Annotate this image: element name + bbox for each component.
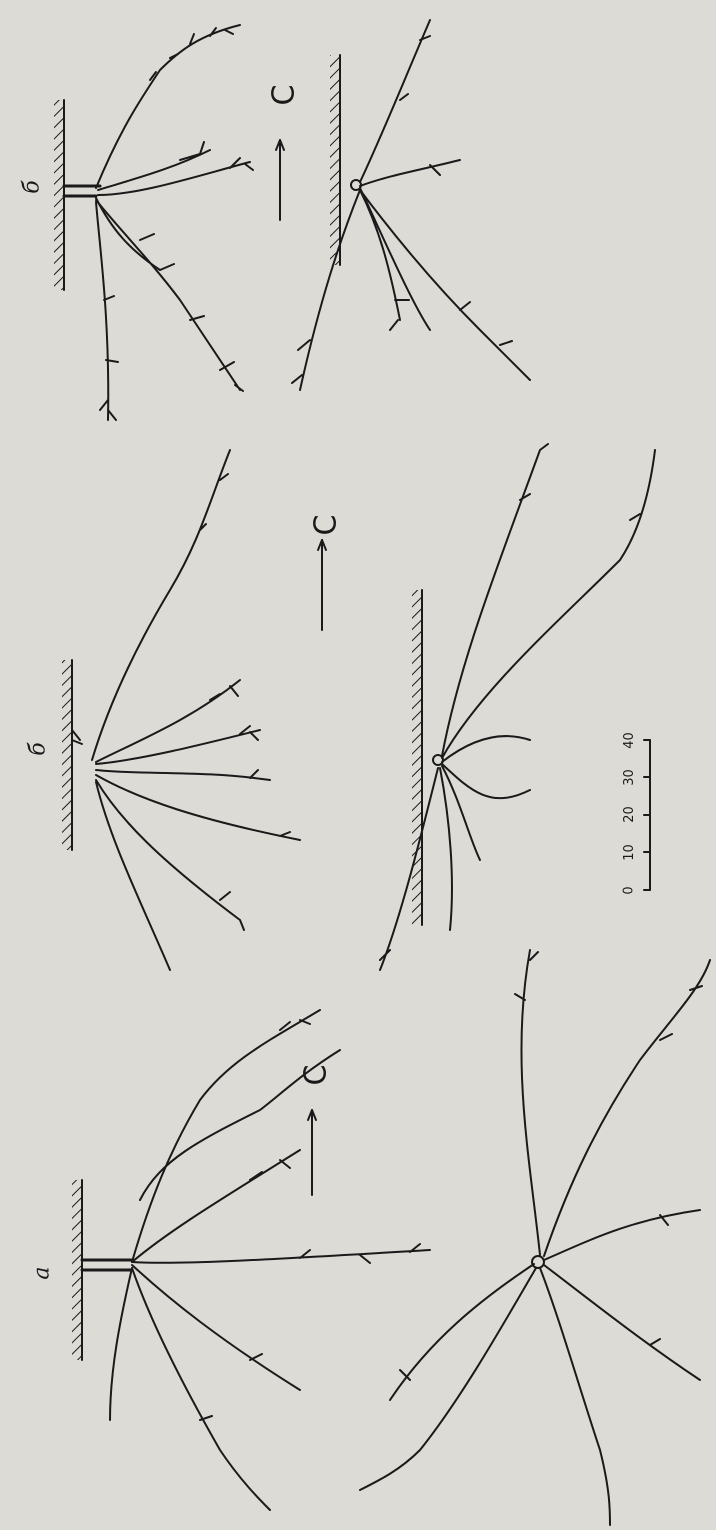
panel-bottom-drawing (72, 950, 710, 1525)
root-system-upper (96, 25, 253, 420)
root-system-bottom-lower (360, 950, 710, 1525)
panel-label-middle: б (28, 742, 50, 755)
scale-tick-0: 0 (623, 886, 636, 894)
flow-label-bottom: C (301, 1065, 331, 1086)
stem-a (82, 1260, 132, 1270)
stem (64, 186, 100, 196)
flow-arrow-top (276, 140, 284, 220)
flow-arrow-middle (318, 540, 326, 630)
panel-top-drawing (54, 20, 530, 420)
scale-tick-20: 20 (623, 806, 636, 823)
scale-bar (644, 740, 650, 890)
panel-label-bottom: a (32, 1266, 54, 1279)
root-system-middle-upper (92, 450, 300, 970)
panel-middle-drawing (62, 444, 655, 970)
scale-tick-30: 30 (623, 769, 636, 786)
flow-label-middle: C (311, 515, 341, 536)
soil-surface-hatch (54, 100, 64, 290)
panel-label-top: б (22, 180, 44, 193)
flow-arrow-bottom (308, 1110, 316, 1195)
scale-tick-40: 40 (623, 732, 636, 749)
root-system-middle-lower (380, 444, 655, 970)
scale-tick-10: 10 (623, 844, 636, 861)
root-system-lower (292, 20, 530, 390)
root-system-bottom-upper (110, 1010, 430, 1510)
flow-label-top: C (269, 85, 299, 106)
